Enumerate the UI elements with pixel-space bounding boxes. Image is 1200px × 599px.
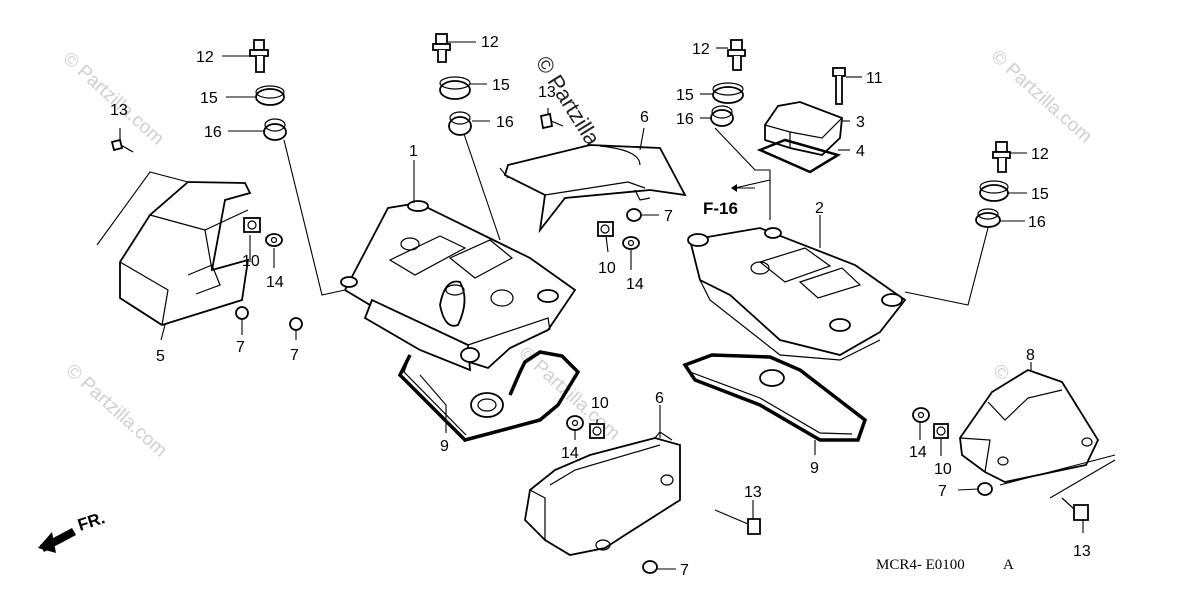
callout-7[interactable]: 7 — [290, 347, 299, 364]
part-1-cylinder-head-cover-front[interactable] — [340, 200, 577, 372]
diagram-code-suffix: A — [1003, 557, 1014, 573]
part-11-bolt[interactable] — [832, 67, 846, 105]
callout-13[interactable]: 13 — [1073, 543, 1091, 560]
watermark-top-left: © Partzilla.com — [59, 48, 168, 149]
callout-14[interactable]: 14 — [561, 445, 579, 462]
part-12-bolt-b[interactable] — [432, 33, 451, 63]
callout-7[interactable]: 7 — [680, 562, 689, 579]
part-9-gasket-rear[interactable] — [682, 353, 868, 442]
watermark-top-right: © Partzilla.com — [987, 46, 1096, 147]
part-7-grommet-c[interactable] — [626, 208, 642, 222]
part-12-bolt-d[interactable] — [992, 141, 1011, 173]
part-10-nut-a[interactable] — [243, 217, 261, 233]
part-13-bolt-d[interactable] — [1061, 497, 1089, 521]
front-direction-arrow-icon — [38, 528, 76, 553]
callout-14[interactable]: 14 — [266, 274, 284, 291]
callout-7[interactable]: 7 — [236, 339, 245, 356]
leader-lines — [96, 41, 1116, 570]
callout-4[interactable]: 4 — [856, 143, 865, 160]
callout-9[interactable]: 9 — [440, 438, 449, 455]
callout-6[interactable]: 6 — [655, 390, 664, 407]
callout-16[interactable]: 16 — [676, 111, 694, 128]
part-9-gasket-front[interactable] — [397, 350, 581, 442]
callout-9[interactable]: 9 — [810, 460, 819, 477]
part-7-grommet-a[interactable] — [235, 306, 249, 320]
callout-10[interactable]: 10 — [934, 461, 952, 478]
callout-12[interactable]: 12 — [481, 34, 499, 51]
part-4-gasket-breather[interactable] — [756, 138, 842, 174]
figure-ref-arrow — [731, 184, 755, 192]
part-15-washer-a[interactable] — [255, 85, 285, 106]
callout-6[interactable]: 6 — [640, 109, 649, 126]
front-direction-label: FR. — [75, 508, 107, 535]
part-16-grommet-b[interactable] — [448, 111, 472, 136]
callout-15[interactable]: 15 — [1031, 186, 1049, 203]
part-6-side-cover-upper[interactable] — [503, 144, 687, 234]
diagram-code: MCR4- E0100 — [876, 557, 965, 573]
callout-12[interactable]: 12 — [1031, 146, 1049, 163]
callout-7[interactable]: 7 — [938, 483, 947, 500]
callout-5[interactable]: 5 — [156, 348, 165, 365]
callout-2[interactable]: 2 — [815, 200, 824, 217]
callout-12[interactable]: 12 — [692, 41, 710, 58]
callout-11[interactable]: 11 — [866, 70, 883, 87]
callout-3[interactable]: 3 — [856, 114, 865, 131]
callout-13[interactable]: 13 — [538, 84, 556, 101]
callout-16[interactable]: 16 — [1028, 214, 1046, 231]
part-13-bolt-c[interactable] — [714, 509, 761, 535]
part-13-bolt-a[interactable] — [110, 138, 134, 153]
part-10-nut-b[interactable] — [597, 221, 614, 237]
watermark-bottom-left: © Partzilla.com — [62, 360, 171, 461]
part-15-washer-c[interactable] — [712, 82, 744, 104]
part-5-left-cover[interactable] — [119, 181, 252, 326]
part-10-nut-d[interactable] — [933, 423, 949, 439]
part-7-grommet-e[interactable] — [977, 482, 993, 496]
callout-1[interactable]: 1 — [409, 143, 418, 160]
part-2-cylinder-head-cover-rear[interactable] — [687, 227, 907, 361]
part-14-collar-b[interactable] — [622, 236, 640, 250]
figure-reference[interactable]: F-16 — [703, 199, 738, 218]
part-16-grommet-a[interactable] — [263, 118, 287, 141]
part-7-grommet-b[interactable] — [289, 317, 303, 331]
part-8-right-cover[interactable] — [959, 369, 1100, 483]
callout-14[interactable]: 14 — [626, 276, 644, 293]
callout-14[interactable]: 14 — [909, 444, 927, 461]
part-12-bolt-a[interactable] — [249, 39, 269, 73]
part-6-side-cover-lower[interactable] — [524, 431, 681, 556]
callouts: 12 15 16 13 10 14 7 7 5 12 15 16 1 9 13 … — [110, 34, 1091, 579]
part-12-bolt-c[interactable] — [727, 39, 746, 71]
callout-10[interactable]: 10 — [242, 253, 260, 270]
part-16-grommet-c[interactable] — [710, 105, 734, 127]
callout-13[interactable]: 13 — [110, 102, 128, 119]
callout-15[interactable]: 15 — [200, 90, 218, 107]
part-10-nut-c[interactable] — [589, 423, 605, 439]
part-15-washer-b[interactable] — [439, 76, 471, 100]
callout-16[interactable]: 16 — [496, 114, 514, 131]
callout-10[interactable]: 10 — [598, 260, 616, 277]
callout-16[interactable]: 16 — [204, 124, 222, 141]
part-14-collar-a[interactable] — [265, 233, 283, 247]
callout-13[interactable]: 13 — [744, 484, 762, 501]
part-14-collar-c[interactable] — [566, 415, 584, 431]
callout-8[interactable]: 8 — [1026, 347, 1035, 364]
part-15-washer-d[interactable] — [979, 180, 1009, 202]
callout-12[interactable]: 12 — [196, 49, 214, 66]
part-16-grommet-d[interactable] — [975, 208, 1001, 228]
callout-15[interactable]: 15 — [492, 77, 510, 94]
callout-15[interactable]: 15 — [676, 87, 694, 104]
part-14-collar-d[interactable] — [912, 407, 930, 423]
part-3-breather-cover[interactable] — [764, 101, 843, 156]
part-13-bolt-b[interactable] — [539, 112, 564, 130]
callout-7[interactable]: 7 — [664, 208, 673, 225]
part-7-grommet-d[interactable] — [642, 560, 658, 574]
callout-10[interactable]: 10 — [591, 395, 609, 412]
